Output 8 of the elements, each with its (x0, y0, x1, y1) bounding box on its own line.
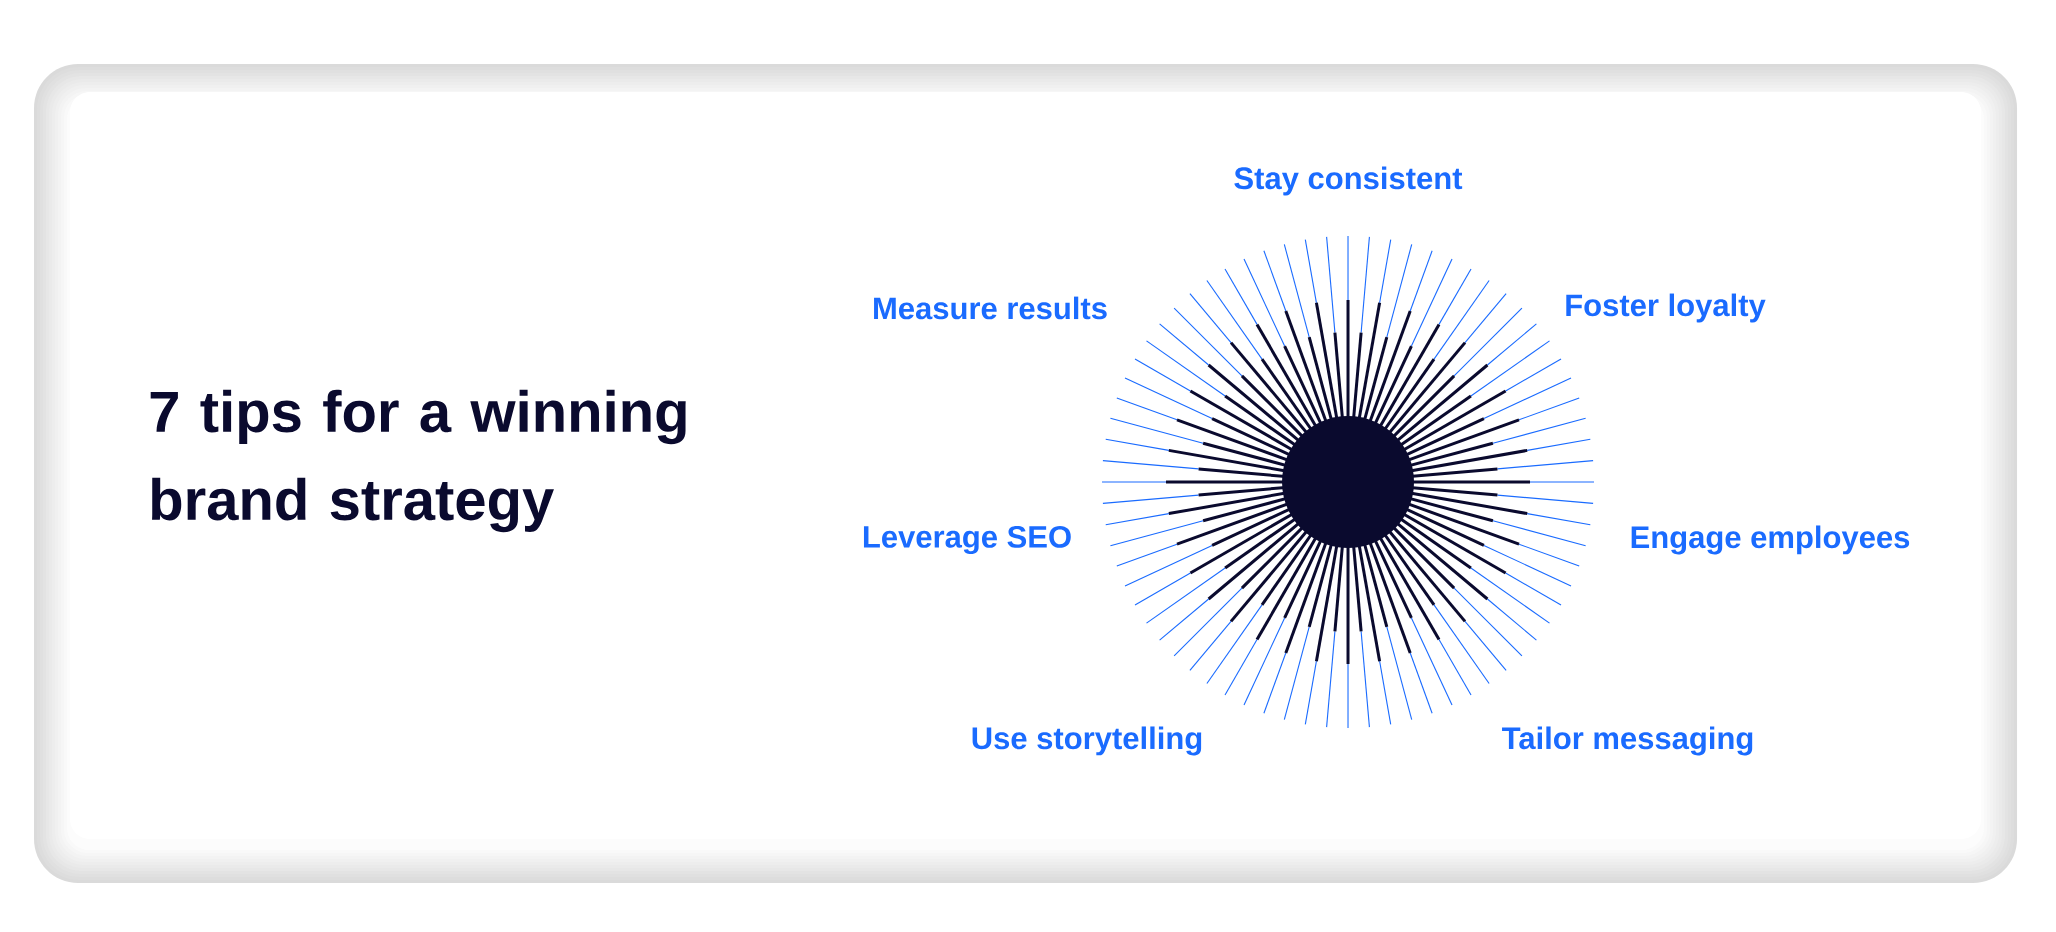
tip-label: Measure results (874, 296, 1107, 320)
tip-label: Use storytelling (972, 726, 1202, 756)
tip-label: Stay consistent (1234, 166, 1463, 196)
tip-label: Engage employees (1631, 525, 1910, 555)
tip-label: Tailor messaging (1502, 726, 1753, 756)
tip-label: Foster loyalty (1566, 293, 1766, 323)
tip-label: Leverage SEO (863, 525, 1071, 555)
title: 7 tips for a winning brand strategy (150, 389, 686, 533)
